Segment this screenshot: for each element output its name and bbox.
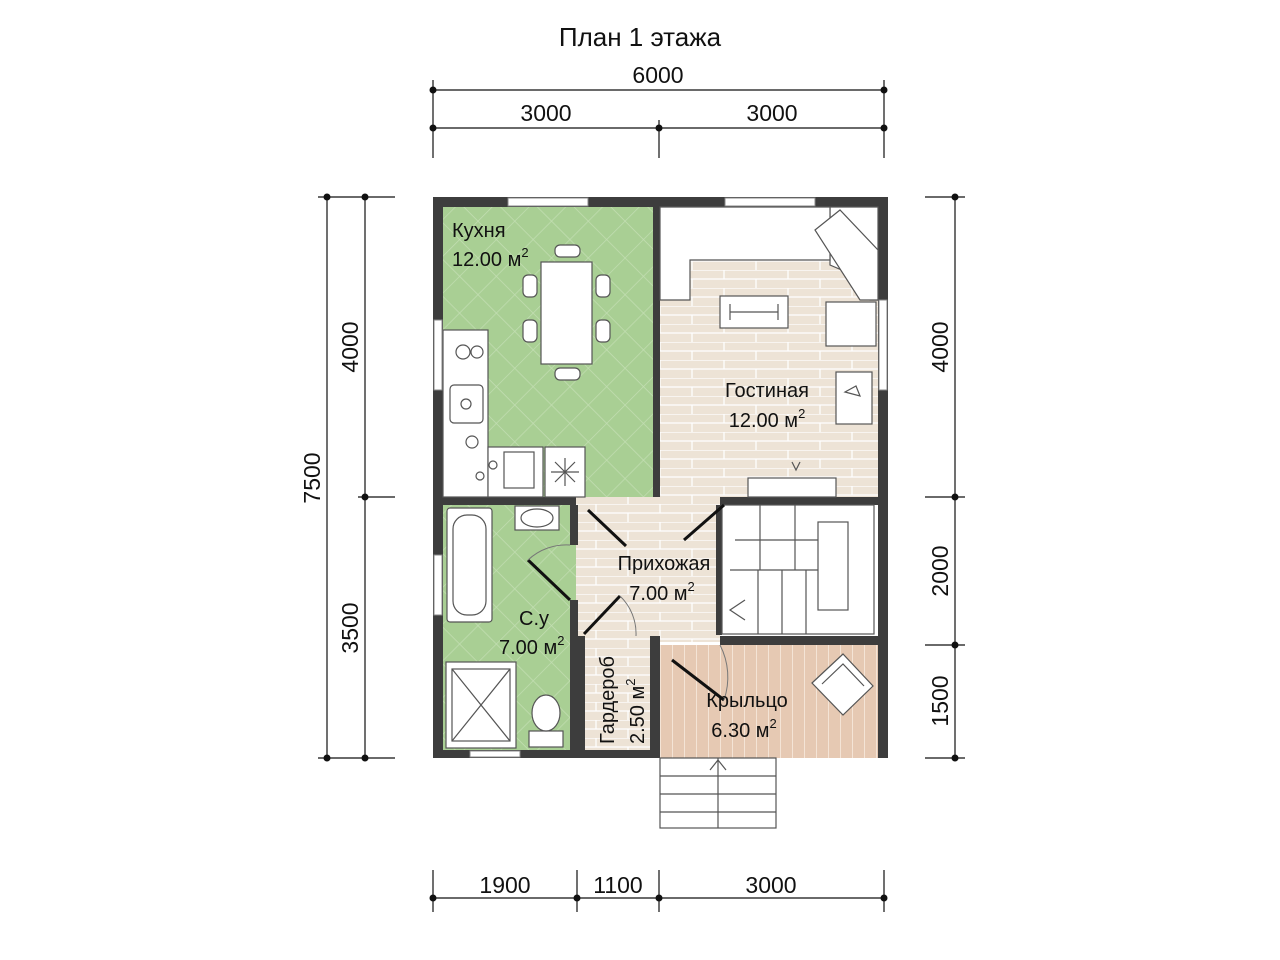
kitchen-counter xyxy=(442,329,586,498)
svg-text:Прихожая: Прихожая xyxy=(618,553,711,575)
room-label-bathroom: С.у 7.00 м2 xyxy=(499,608,564,659)
armchair-table xyxy=(835,371,873,425)
dim-bottom-3: 3000 xyxy=(745,872,796,898)
svg-text:Крыльцо: Крыльцо xyxy=(706,690,788,712)
staircase xyxy=(721,504,875,635)
porch-steps xyxy=(659,757,777,829)
dining-table xyxy=(522,244,611,381)
sink xyxy=(514,505,560,531)
svg-text:12.00 м2: 12.00 м2 xyxy=(452,245,529,271)
dim-left-upper: 4000 xyxy=(337,321,363,372)
plan-title: План 1 этажа xyxy=(559,22,722,52)
dim-top-right: 3000 xyxy=(746,100,797,126)
wardrobe-floor xyxy=(583,642,653,750)
dimension-right: 4000 2000 1500 xyxy=(925,193,965,762)
svg-text:2.50 м2: 2.50 м2 xyxy=(623,679,649,744)
dimension-top: 6000 3000 3000 xyxy=(429,62,888,158)
dim-right-middle: 2000 xyxy=(927,545,953,596)
svg-text:Гостиная: Гостиная xyxy=(725,380,809,402)
porch-armchair xyxy=(811,653,874,716)
sofa xyxy=(659,206,879,347)
dim-top-total: 6000 xyxy=(632,62,683,88)
doors xyxy=(526,503,729,702)
bathtub xyxy=(446,507,493,623)
dim-left-lower: 3500 xyxy=(337,602,363,653)
shower xyxy=(445,661,517,749)
svg-text:7.00 м2: 7.00 м2 xyxy=(629,579,694,605)
dim-bottom-2: 1100 xyxy=(593,872,642,898)
coffee-table xyxy=(719,295,789,329)
room-label-porch: Крыльцо 6.30 м2 xyxy=(706,690,788,742)
svg-text:С.у: С.у xyxy=(519,608,549,630)
windows xyxy=(433,197,888,758)
dim-right-upper: 4000 xyxy=(927,321,953,372)
svg-text:Кухня: Кухня xyxy=(452,220,506,242)
room-label-wardrobe: Гардероб 2.50 м2 xyxy=(597,656,649,744)
svg-text:12.00 м2: 12.00 м2 xyxy=(729,406,806,432)
walls xyxy=(433,197,888,758)
svg-text:6.30 м2: 6.30 м2 xyxy=(711,716,776,742)
dimension-left: 7500 4000 3500 xyxy=(299,193,395,762)
room-label-living: Гостиная 12.00 м2 xyxy=(725,380,809,432)
dim-left-total: 7500 xyxy=(299,452,325,503)
dimension-bottom: 1900 1100 3000 xyxy=(429,870,888,912)
fireplace xyxy=(747,461,837,498)
dim-bottom-1: 1900 xyxy=(479,872,530,898)
svg-text:7.00 м2: 7.00 м2 xyxy=(499,633,564,659)
toilet xyxy=(528,694,564,748)
svg-text:Гардероб: Гардероб xyxy=(597,656,619,744)
dim-top-left: 3000 xyxy=(520,100,571,126)
room-label-hall: Прихожая 7.00 м2 xyxy=(618,553,711,605)
dim-right-lower: 1500 xyxy=(927,675,953,726)
room-label-kitchen: Кухня 12.00 м2 xyxy=(452,220,529,271)
